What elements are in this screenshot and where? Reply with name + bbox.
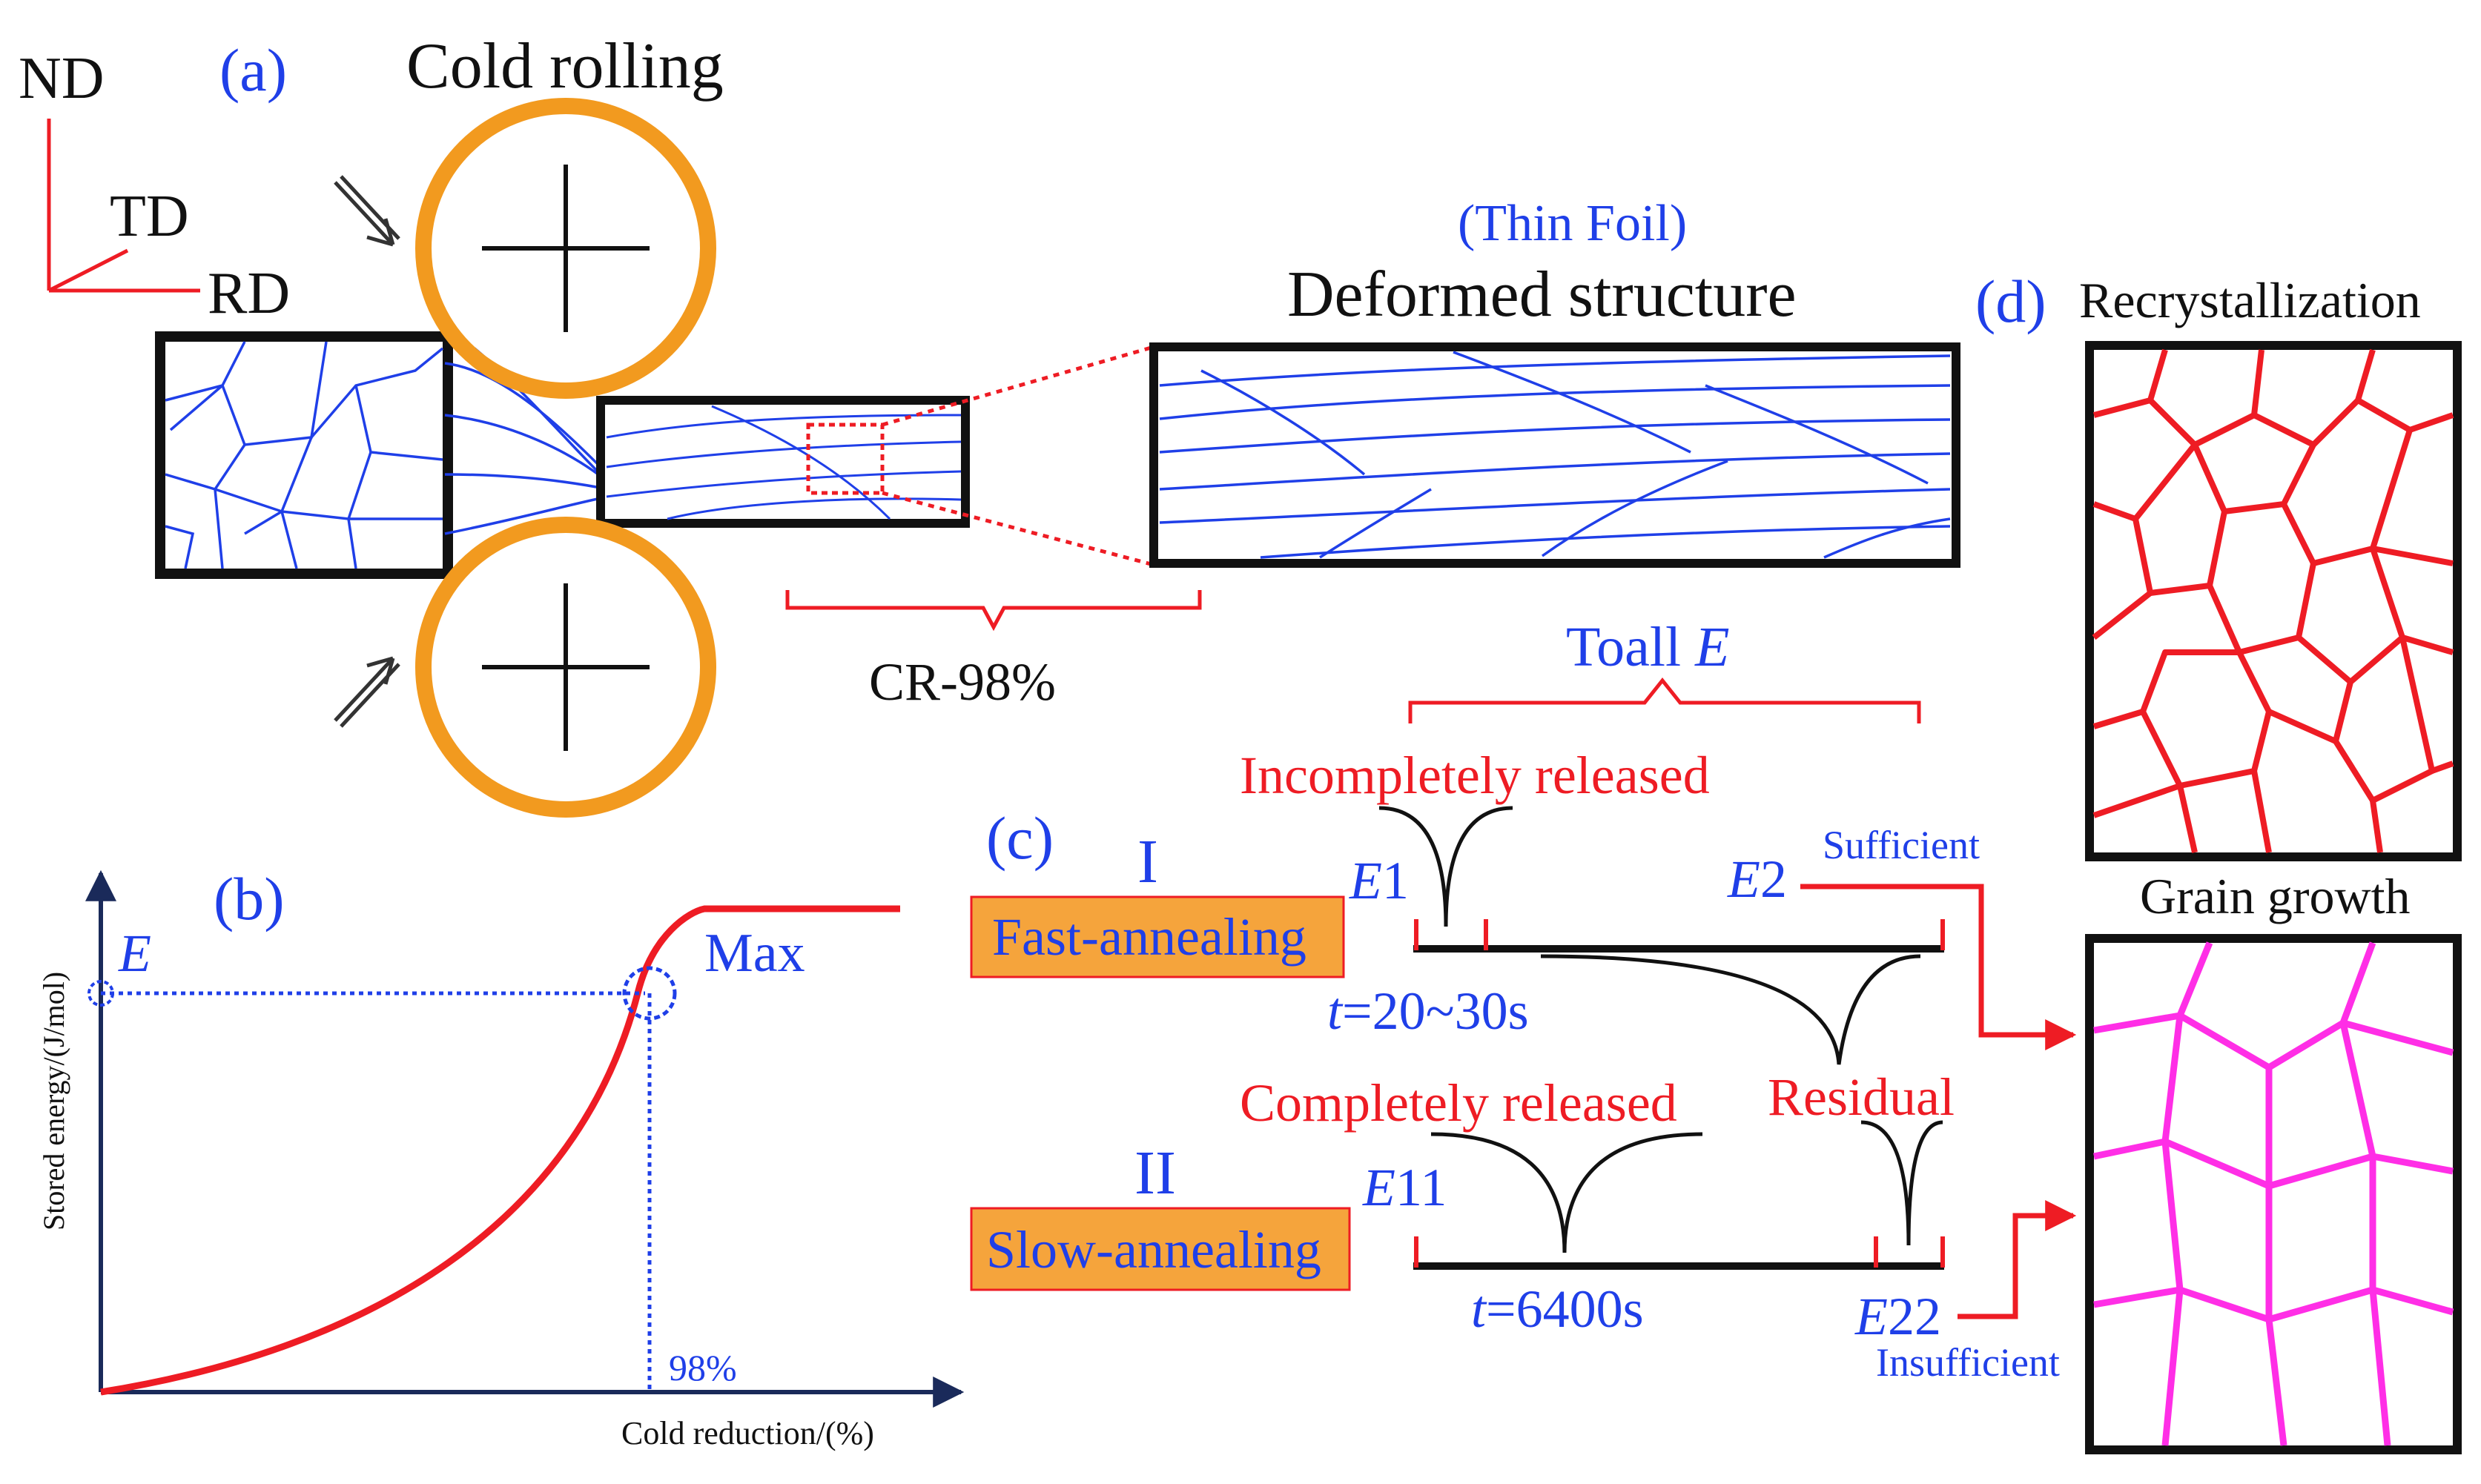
route-2-time: t=6400s	[1471, 1279, 1644, 1339]
cold-rolling-title: Cold rolling	[406, 30, 724, 102]
y-axis-label: Stored energy/(J/mol)	[37, 972, 70, 1230]
grown-grains	[2093, 941, 2454, 1446]
total-e-label: Toall E	[1566, 616, 1730, 678]
total-e-brace	[1408, 677, 1921, 723]
e11-label: E11	[1362, 1158, 1447, 1217]
route-2-numeral: II	[1134, 1139, 1176, 1208]
zoom-region-box	[806, 423, 885, 495]
upper-roller	[415, 98, 716, 399]
e22-label: E22	[1854, 1287, 1941, 1346]
deformed-grain-lines	[1159, 351, 1951, 559]
residual-small-cusp	[1860, 1120, 1943, 1246]
max-marker	[622, 966, 677, 1021]
route-2-arrow-to-growth	[1958, 1200, 2077, 1319]
completely-released-label: Completely released	[1240, 1073, 1677, 1133]
max-label: Max	[704, 923, 805, 984]
panel-b-tag: (b)	[214, 865, 285, 933]
thin-foil-label: (Thin Foil)	[1458, 195, 1687, 252]
slow-annealing-label: Slow-annealing	[986, 1220, 1321, 1279]
stored-energy-curve	[100, 905, 900, 1396]
deformed-structure-box	[1149, 342, 1960, 568]
recrystallization-title: Recrystallization	[2079, 272, 2421, 328]
deformed-structure-title: Deformed structure	[1287, 259, 1797, 331]
lower-roller	[415, 517, 716, 818]
slow-annealing-box	[970, 1207, 1351, 1291]
residual-cusp	[1540, 954, 1921, 1065]
fast-annealing-label: Fast-annealing	[992, 907, 1306, 967]
e-label: E	[118, 924, 151, 983]
panel-c-tag: (c)	[986, 804, 1054, 872]
rd-label: RD	[208, 261, 290, 326]
nd-label: ND	[19, 46, 105, 111]
panel-c: (c) Toall E Incompletely released I Fast…	[970, 616, 2077, 1385]
panel-a-tag: (a)	[219, 36, 287, 104]
route-1-time: t=20~30s	[1327, 981, 1529, 1041]
complete-release-cusp	[1430, 1132, 1703, 1253]
incomplete-release-cusp	[1378, 806, 1513, 927]
elongated-grains-thin	[606, 405, 962, 520]
td-label: TD	[110, 184, 189, 249]
sufficient-label: Sufficient	[1823, 823, 1980, 867]
cr-brace	[785, 590, 1202, 632]
route-1-arrow-to-growth	[1800, 884, 2077, 1050]
recrystallization-box	[2085, 341, 2462, 861]
deformation-zone-lines	[444, 347, 609, 535]
pct-label: 98%	[669, 1347, 737, 1388]
incompletely-released-label: Incompletely released	[1240, 746, 1710, 805]
x-axis-label: Cold reduction/(%)	[621, 1415, 874, 1451]
coordinate-frame: ND TD RD	[19, 46, 290, 326]
panel-b: (b) E Max 98% Stored energy/(J/mol) Cold…	[37, 865, 965, 1451]
equiaxed-grains-thick	[165, 341, 444, 569]
e-marker	[87, 980, 114, 1007]
recrystallized-grains	[2092, 348, 2454, 853]
panel-d: (d) Recrystallization Grain growth	[1975, 268, 2462, 1454]
route-1-numeral: I	[1137, 827, 1158, 896]
arrow-icon-lower	[334, 656, 400, 728]
fast-annealing-box	[970, 895, 1345, 978]
e1-label: E1	[1349, 851, 1409, 910]
arrow-icon-upper	[334, 175, 400, 247]
panel-a: (a) Cold rolling	[155, 30, 1960, 818]
residual-label: Residual	[1768, 1067, 1955, 1127]
panel-d-tag: (d)	[1975, 268, 2046, 335]
td-axis-line	[47, 248, 129, 293]
insufficient-label: Insufficient	[1876, 1340, 2060, 1385]
cr-label: CR-98%	[869, 652, 1056, 712]
grain-growth-title: Grain growth	[2140, 868, 2410, 924]
e2-label: E2	[1727, 849, 1787, 909]
